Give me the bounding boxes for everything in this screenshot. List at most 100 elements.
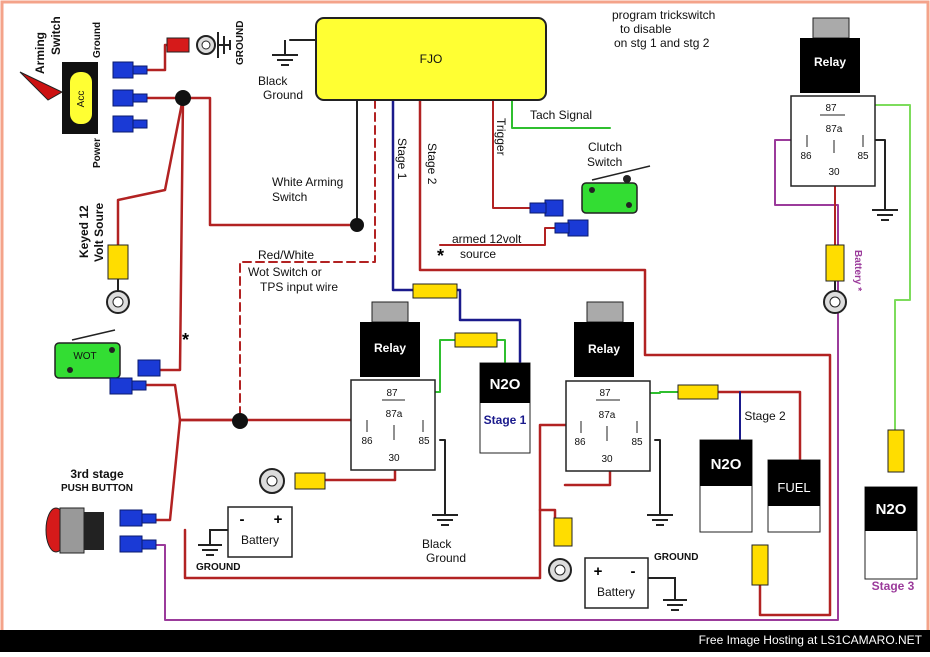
- push-connector-1: [119, 509, 143, 527]
- battery1-label: Battery: [241, 533, 279, 547]
- wot-asterisk: *: [182, 330, 189, 350]
- clutch-connector-2: [567, 219, 589, 237]
- wire-stage2: [418, 98, 832, 617]
- fuse-relay1-87: [454, 332, 498, 348]
- battery2-minus: -: [631, 563, 636, 580]
- fuse-relay3-n2o: [887, 429, 905, 473]
- relay1-ground-icon: [432, 514, 458, 526]
- white-arming-label-2: Switch: [272, 190, 307, 204]
- stage1-wire-label: Stage 1: [395, 138, 409, 180]
- wot-label: WOT: [73, 351, 96, 362]
- wire-wot-to-relay1: [143, 383, 357, 422]
- arming-switch-label-1: Arming: [33, 32, 47, 74]
- black-ground-mid-label-1: Black: [422, 537, 452, 551]
- wire-stage1: [391, 98, 522, 367]
- relay1-pin87a: 87a: [386, 409, 403, 420]
- fjo-black-ground-label-1: Black: [258, 74, 288, 88]
- n2o-stage3-cap: [865, 487, 917, 531]
- relay1-pin87: 87: [386, 388, 398, 399]
- red-white-label: Red/White: [258, 248, 314, 262]
- battery1-ground-label: GROUND: [196, 562, 240, 573]
- relay2-body: [565, 380, 651, 472]
- push-button-body: [59, 507, 85, 554]
- junction-white-arming: [350, 218, 364, 232]
- battery2-ground-label: GROUND: [654, 552, 698, 563]
- relay2-label: Relay: [588, 342, 620, 356]
- clutch-switch-arm: [591, 165, 651, 181]
- battery1-ground-icon: [198, 529, 228, 556]
- wot-screw-2: [109, 347, 115, 353]
- power-wire-label: Power: [92, 138, 103, 168]
- connector-power: [112, 115, 134, 133]
- relay2-pin87: 87: [599, 388, 611, 399]
- relay1-body: [350, 379, 436, 471]
- connector-ground: [112, 61, 134, 79]
- relay2-pin85: 85: [631, 437, 643, 448]
- trigger-wire-label: Trigger: [494, 118, 508, 156]
- relay2-tab: [586, 301, 624, 323]
- footer-credit: Free Image Hosting at LS1CAMARO.NET: [698, 633, 922, 647]
- wire-relay2-ground: [654, 439, 661, 516]
- relay3-pin30: 30: [828, 167, 840, 178]
- n2o-stage1-cap: [480, 363, 530, 403]
- connector-acc-tail: [132, 93, 148, 103]
- tach-signal-label: Tach Signal: [530, 108, 592, 122]
- program-note-line3: on stg 1 and stg 2: [614, 36, 710, 50]
- fuse-stage1: [412, 283, 458, 299]
- wire-stage3-purple: [149, 139, 839, 621]
- push-connector-2: [119, 535, 143, 553]
- connector-power-tail: [132, 119, 148, 129]
- relay3-ring-hole: [829, 296, 841, 308]
- relay3-pin86: 86: [800, 151, 812, 162]
- arming-switch-lever-icon: [19, 71, 64, 101]
- n2o-stage2-label: N2O: [711, 456, 742, 473]
- fuse-relay2-87: [677, 384, 719, 400]
- n2o-stage2-cap: [700, 440, 752, 486]
- relay3-body: [790, 95, 876, 187]
- fuel-label: FUEL: [777, 480, 810, 495]
- connector-acc: [112, 89, 134, 107]
- relay2-ground-icon: [647, 514, 673, 526]
- clutch-connector-1: [544, 199, 564, 217]
- relay1-pin86: 86: [361, 436, 373, 447]
- armed-12v-label-1: armed 12volt: [452, 232, 522, 246]
- armed-asterisk: *: [437, 246, 444, 266]
- wot-screw-1: [67, 367, 73, 373]
- arming-switch-face: [70, 72, 92, 124]
- clutch-screw-3: [626, 202, 632, 208]
- relay1-tab: [371, 301, 409, 323]
- relay3-pin85: 85: [857, 151, 869, 162]
- n2o-stage3-label: N2O: [876, 501, 907, 518]
- clutch-switch: [581, 182, 638, 214]
- fuel-solenoid-cap: [768, 460, 820, 506]
- wot-connector-1: [137, 359, 161, 377]
- relay2-pin86: 86: [574, 437, 586, 448]
- battery-2: [584, 557, 649, 609]
- black-ground-mid-label-2: Ground: [426, 551, 466, 565]
- acc-label: Acc: [76, 91, 87, 108]
- wire-battery-return: [183, 508, 542, 580]
- wire-stage1-n2o-feed: [494, 339, 506, 366]
- wot-switch-label-2: TPS input wire: [260, 280, 338, 294]
- armed-12v-label-2: source: [460, 247, 496, 261]
- wire-tps-dashed: [239, 99, 376, 421]
- battery-star-label: Battery *: [852, 250, 863, 291]
- fuse-relay1-battery: [294, 472, 326, 490]
- stage3-caption: Stage 3: [872, 579, 915, 593]
- wot-switch-arm: [71, 329, 116, 341]
- stage2-wire-label: Stage 2: [425, 143, 439, 185]
- relay1-pin85: 85: [418, 436, 430, 447]
- keyed-ring-hole: [112, 296, 124, 308]
- third-stage-label-2: PUSH BUTTON: [61, 483, 133, 494]
- relay1-pin30: 30: [388, 453, 400, 464]
- fuse-relay3-battery: [825, 244, 845, 282]
- clutch-screw-2: [589, 187, 595, 193]
- wire-armed-12v: [439, 227, 561, 246]
- clutch-connector-1-tail: [529, 202, 547, 214]
- relay1-head: [360, 322, 420, 377]
- wire-trigger: [492, 99, 531, 209]
- push-connector-1-tail: [141, 513, 157, 524]
- battery1-plus: +: [274, 511, 283, 528]
